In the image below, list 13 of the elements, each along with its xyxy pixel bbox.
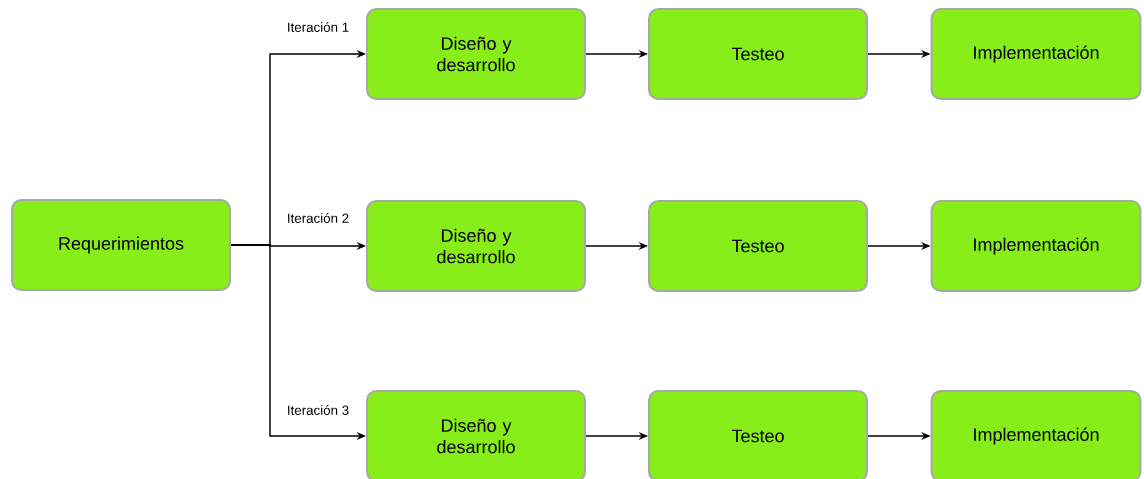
process-box: Diseño y desarrollo [366,8,586,100]
edge-label: Iteración 2 [285,211,351,225]
process-box: Diseño y desarrollo [366,390,586,479]
process-box: Implementación [930,8,1142,100]
process-box: Testeo [648,8,868,100]
edge-label: Iteración 1 [285,20,351,34]
edge-label: Iteración 3 [285,403,351,417]
process-box: Requerimientos [11,199,231,291]
process-box: Testeo [648,200,868,292]
process-box: Implementación [930,200,1142,292]
process-box: Diseño y desarrollo [366,200,586,292]
process-box: Implementación [930,390,1142,479]
process-box: Testeo [648,390,868,479]
